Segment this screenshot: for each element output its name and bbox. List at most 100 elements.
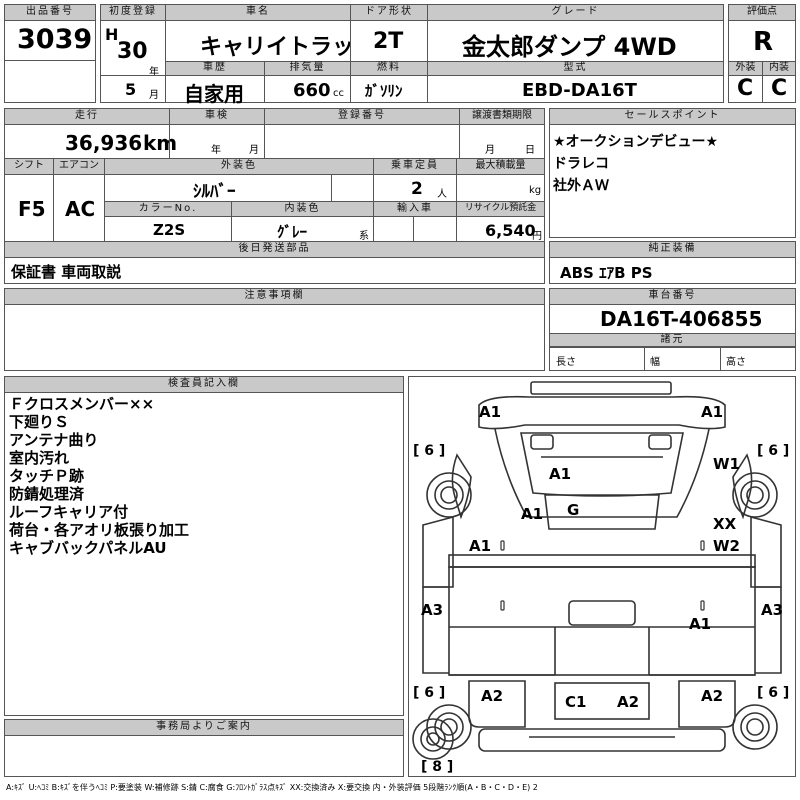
height-label: 高さ	[726, 357, 746, 368]
color-no: Z2S	[153, 221, 186, 239]
damage-mark: A3	[761, 601, 784, 619]
inspector-note: 下廻りＳ	[9, 413, 70, 431]
car-name: キャリイトラック	[200, 35, 377, 60]
deadline-day: 日	[525, 145, 535, 156]
inspector-note: タッチＰ跡	[9, 467, 85, 485]
sales-points-label: セールスポイント	[550, 109, 795, 125]
score-box: 評価点 R	[728, 4, 796, 62]
equipment-box: 純正装備 ABS ｴｱB PS	[549, 241, 796, 284]
later-parts: 保証書 車両取説	[11, 263, 122, 281]
interior-label: 内装	[763, 62, 795, 76]
reg-no-label: 登録番号	[265, 109, 459, 125]
equipment-label: 純正装備	[550, 242, 795, 258]
damage-mark: A1	[549, 465, 572, 483]
damage-mark: XX	[713, 515, 737, 533]
recycle-fee: 6,540	[485, 221, 536, 240]
office-label: 事務局よりご案内	[5, 720, 403, 736]
shift-label: シフト	[5, 159, 53, 175]
dims-label: 諸元	[550, 333, 795, 347]
tire-depth: [ 6 ]	[757, 685, 790, 701]
model-code: EBD-DA16T	[522, 80, 637, 101]
capacity-unit: 人	[437, 189, 447, 200]
score: R	[753, 27, 774, 57]
model-code-box: 型式 EBD-DA16T	[427, 61, 724, 103]
width-label: 幅	[650, 357, 660, 368]
damage-mark: A2	[481, 687, 504, 705]
tire-depth: [ 8 ]	[421, 759, 454, 775]
damage-mark: A2	[617, 693, 640, 711]
damage-mark: C1	[565, 693, 587, 711]
exterior-grade: C	[737, 76, 754, 101]
tire-depth: [ 6 ]	[413, 443, 446, 459]
door-label: ドア形状	[351, 5, 427, 21]
displacement-box: 排気量 660 cc	[264, 61, 351, 103]
inspector-box: 検査員記入欄 Ｆクロスメンバー×× 下廻りＳ アンテナ曲り 室内汚れ タッチＰ跡…	[4, 376, 404, 716]
mileage-label: 走行	[5, 109, 169, 125]
fuel: ｶﾞｿﾘﾝ	[365, 82, 403, 100]
int-color-label: 内装色	[232, 202, 373, 217]
history-box: 車歴 自家用	[165, 61, 265, 106]
int-color: ｸﾞﾚｰ	[277, 223, 308, 241]
color-no-label: カラーNo.	[105, 202, 231, 217]
tire-depth: [ 6 ]	[757, 443, 790, 459]
car-name-box: 車名 キャリイトラック	[165, 4, 376, 62]
mileage: 36,936	[65, 131, 143, 155]
lot-number-label: 出品番号	[5, 5, 95, 21]
specs-block: 走行 36,936 km 車検 年 月 登録番号 譲渡書類期限 月 日 シフト …	[4, 108, 545, 284]
inspector-note: アンテナ曲り	[9, 431, 99, 449]
registration-year: 30	[117, 39, 148, 64]
chassis-number: DA16T-406855	[600, 307, 763, 331]
int-color-suffix: 系	[359, 231, 369, 242]
damage-mark: G	[567, 501, 580, 519]
grade-box: グレード 金太郎ダンプ 4WD	[427, 4, 724, 62]
inspector-note: 荷台・各アオリ板張り加工	[9, 521, 190, 539]
equipment: ABS ｴｱB PS	[560, 264, 653, 282]
history-label: 車歴	[166, 62, 264, 76]
ext-color: ｼﾙﾊﾞｰ	[193, 182, 236, 202]
inspection-label: 車検	[170, 109, 264, 125]
damage-mark: W1	[713, 455, 740, 473]
first-registration-label: 初度登録	[101, 5, 165, 21]
interior-grade-box: 内装 C	[762, 61, 796, 103]
truck-outline	[412, 381, 782, 760]
max-load-unit: kg	[529, 185, 542, 196]
max-load-label: 最大積載量	[457, 159, 544, 175]
chassis-box: 車台番号 DA16T-406855 諸元 長さ 幅 高さ	[549, 288, 796, 371]
exterior-label: 外装	[729, 62, 762, 76]
damage-mark: W2	[713, 537, 740, 555]
damage-mark: A1	[521, 505, 544, 523]
ext-color-label: 外装色	[105, 159, 373, 175]
length-label: 長さ	[556, 357, 576, 368]
history: 自家用	[184, 82, 244, 106]
deadline-label: 譲渡書類期限	[460, 109, 544, 125]
grade: 金太郎ダンプ 4WD	[462, 33, 677, 61]
legend: A:ｷｽﾞ U:ﾍｺﾐ B:ｷｽﾞを伴うﾍｺﾐ P:要塗装 W:補修跡 S:錆 …	[6, 783, 538, 792]
door-type: 2T	[373, 29, 404, 54]
aircon-label: エアコン	[54, 159, 104, 175]
first-registration-box: 初度登録 H 30 年	[100, 4, 166, 78]
caution-box: 注意事項欄	[4, 288, 545, 371]
office-box: 事務局よりご案内	[4, 719, 404, 777]
inspection-month: 月	[249, 145, 259, 156]
import-label: 輸入車	[374, 202, 456, 217]
inspector-note: ルーフキャリア付	[9, 503, 129, 521]
lot-number-box: 出品番号 3039	[4, 4, 96, 61]
damage-mark: A1	[469, 537, 492, 555]
registration-era: H	[105, 25, 119, 44]
inspection-year: 年	[211, 145, 221, 156]
damage-mark: A2	[701, 687, 724, 705]
fuel-label: 燃料	[351, 62, 427, 76]
damage-mark: A1	[701, 403, 724, 421]
displacement-label: 排気量	[265, 62, 350, 76]
later-parts-label: 後日発送部品	[5, 242, 544, 258]
recycle-label: リサイクル預託金	[457, 202, 544, 217]
interior-grade: C	[771, 76, 788, 101]
capacity: 2	[411, 179, 423, 199]
exterior-grade-box: 外装 C	[728, 61, 763, 103]
inspector-label: 検査員記入欄	[5, 377, 403, 393]
chassis-label: 車台番号	[550, 289, 795, 305]
damage-mark: A1	[479, 403, 502, 421]
capacity-label: 乗車定員	[374, 159, 456, 175]
grade-label: グレード	[428, 5, 723, 21]
tire-depth: [ 6 ]	[413, 685, 446, 701]
